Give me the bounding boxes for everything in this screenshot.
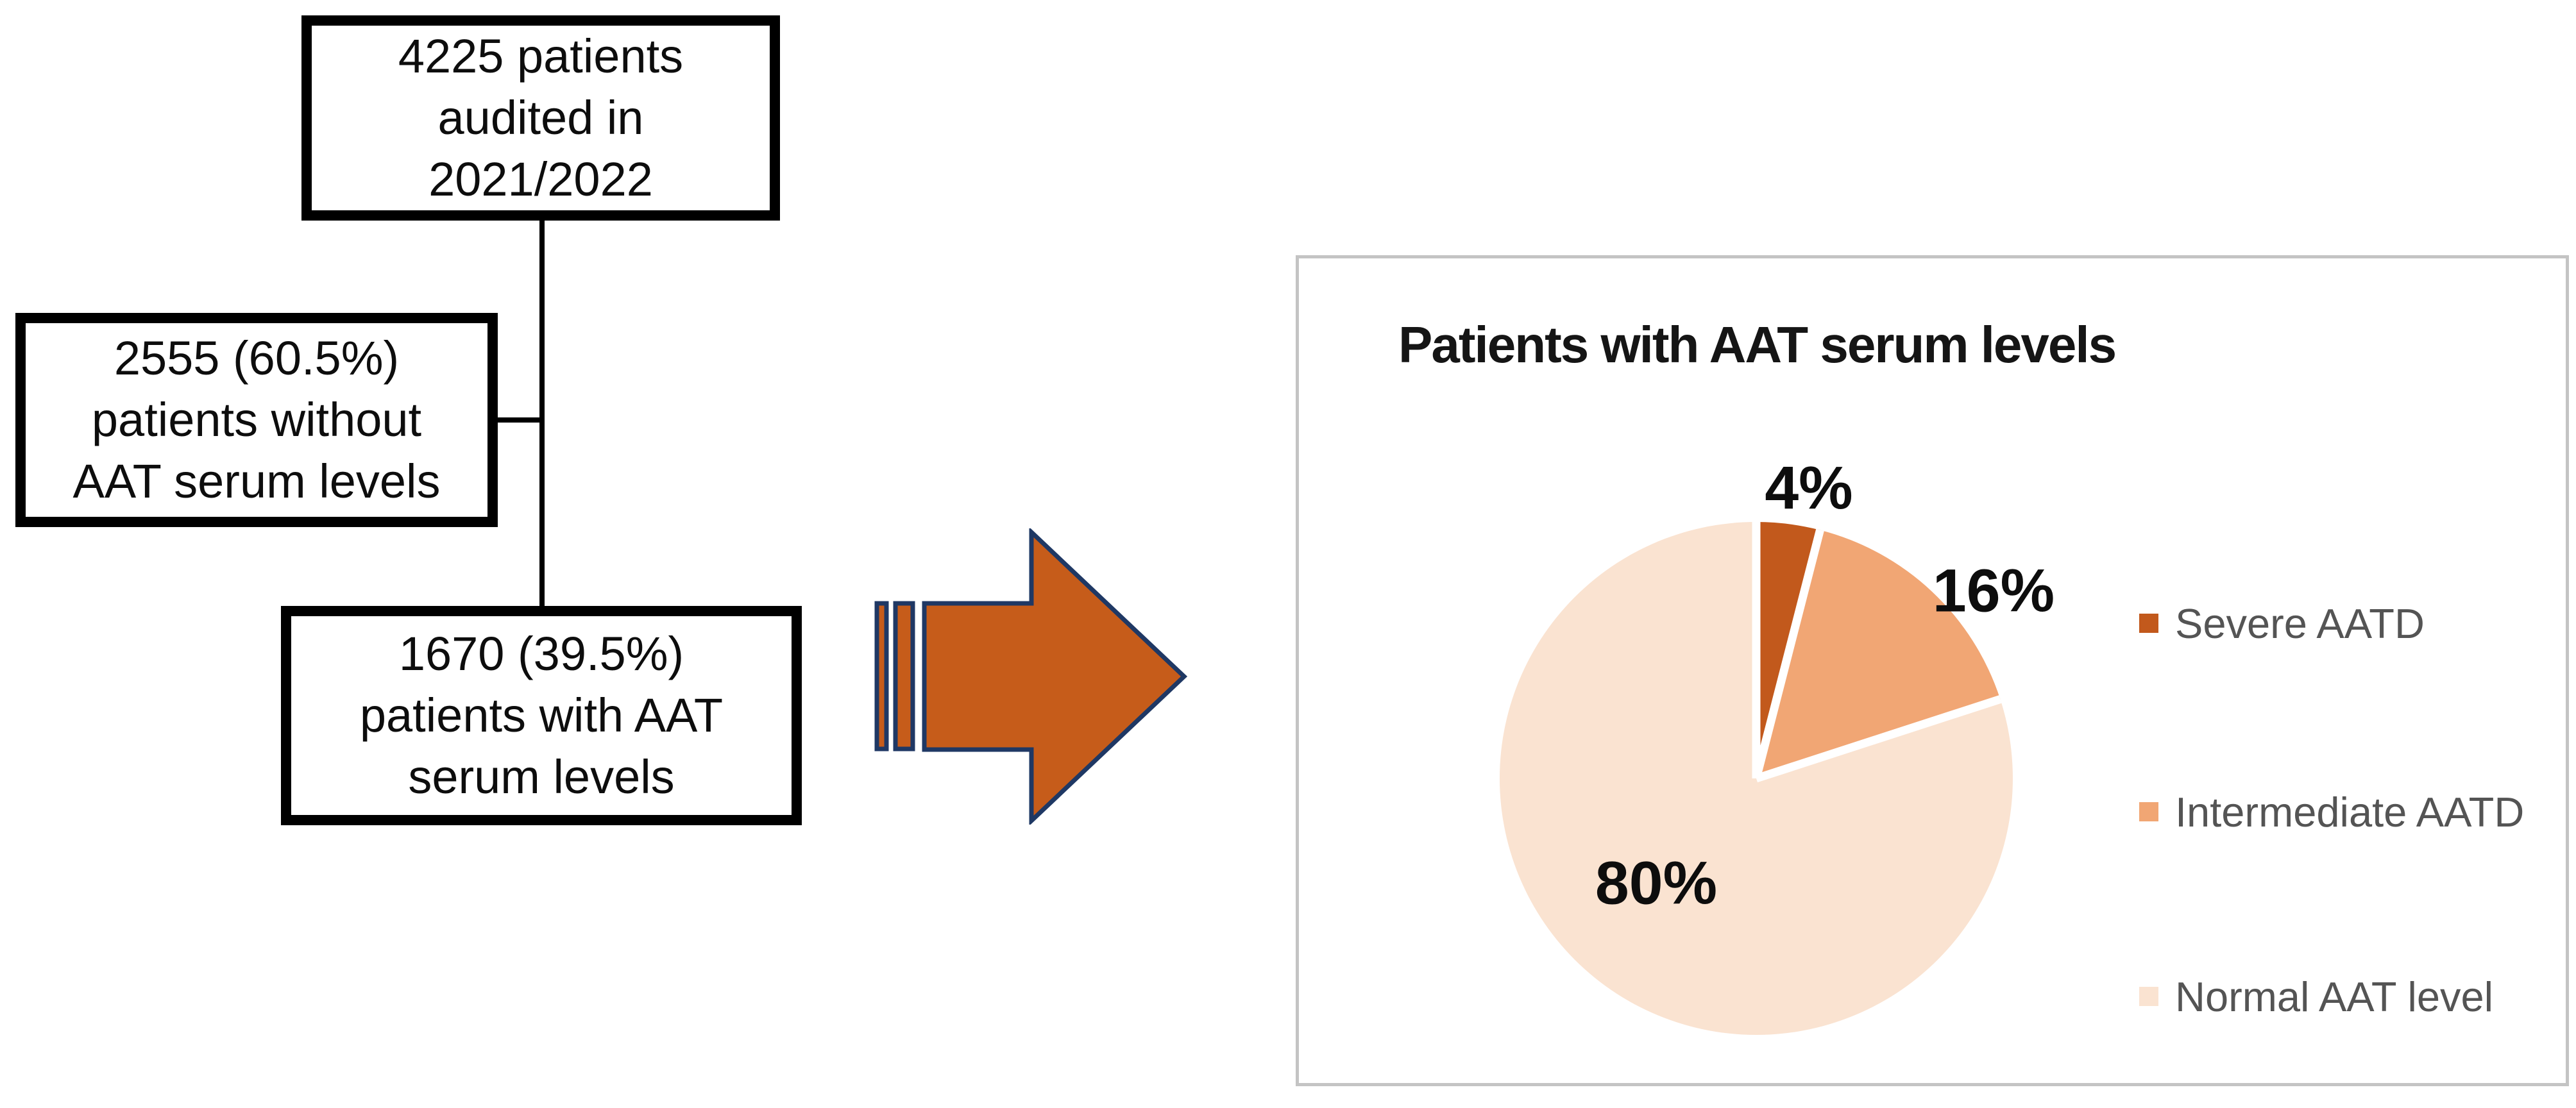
striped-right-arrow-icon — [874, 528, 1188, 825]
legend-swatch — [2139, 987, 2158, 1006]
flowchart-box-text-line: patients with AAT — [359, 689, 724, 742]
flowchart-box-audited: 4225 patients audited in 2021/2022 — [301, 15, 780, 221]
legend-label: Severe AATD — [2175, 600, 2425, 647]
pie-data-label-intermediate: 16% — [1932, 557, 2055, 625]
flowchart-box-with-levels: 1670 (39.5%) patients with AAT serum lev… — [281, 606, 802, 825]
legend-swatch — [2139, 802, 2158, 821]
flowchart-box-text-line: 4225 patients — [398, 29, 684, 83]
pie-data-label-normal: 80% — [1595, 849, 1718, 918]
chart-title: Patients with AAT serum levels — [1398, 316, 2117, 373]
flowchart-box-without-levels: 2555 (60.5%) patients without AAT serum … — [15, 313, 498, 527]
legend-swatch — [2139, 614, 2158, 633]
arrow-body — [922, 528, 1188, 825]
legend-item-normal: Normal AAT level — [2139, 973, 2493, 1020]
flowchart-box-text-line: serum levels — [408, 750, 675, 803]
legend-item-severe: Severe AATD — [2139, 600, 2425, 647]
pie-chart-svg — [1499, 522, 2013, 1035]
legend-label: Intermediate AATD — [2175, 788, 2525, 835]
legend-label: Normal AAT level — [2175, 973, 2494, 1020]
connector-horizontal-line — [496, 417, 541, 423]
flowchart-box-text-line: 2021/2022 — [428, 153, 653, 206]
pie-slice-separator — [1754, 695, 2002, 783]
arrow-stripe-2 — [893, 601, 915, 751]
legend-item-intermediate: Intermediate AATD — [2139, 789, 2524, 835]
flowchart-box-text-line: audited in — [437, 91, 644, 144]
flowchart-box-text-line: AAT serum levels — [72, 455, 441, 508]
pie-data-label-severe: 4% — [1765, 454, 1853, 523]
pie-slice-separator — [1752, 528, 1824, 780]
connector-vertical-line — [539, 219, 545, 607]
flowchart-box-text-line: patients without — [91, 393, 422, 446]
flowchart-box-text-line: 2555 (60.5%) — [114, 332, 400, 385]
arrow-stripe-1 — [874, 601, 889, 751]
flowchart-box-text-line: 1670 (39.5%) — [398, 627, 684, 680]
